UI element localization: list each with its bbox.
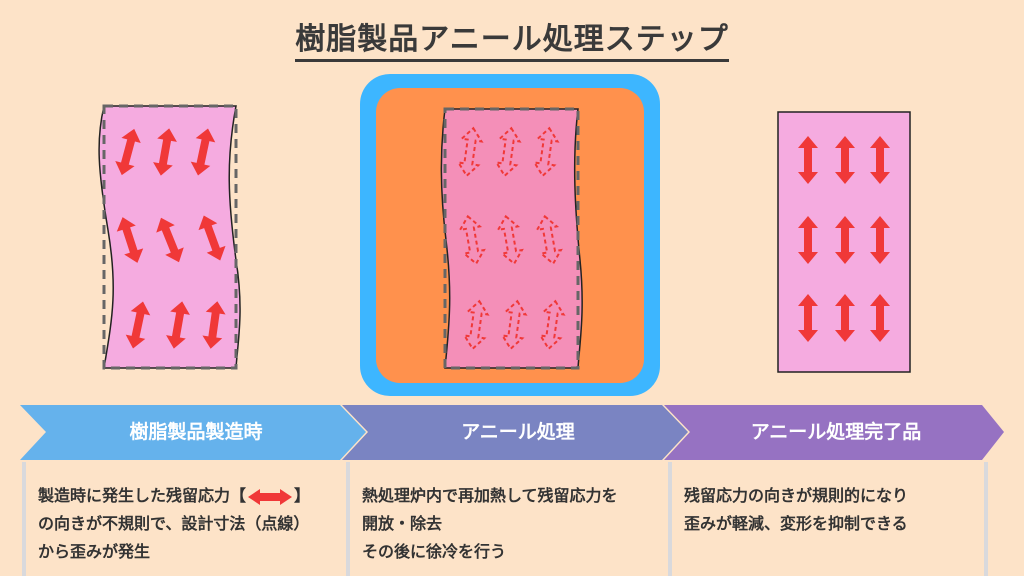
- residual-stress-arrow-icon: [835, 294, 855, 342]
- design-dimension-outline: [443, 107, 580, 370]
- residual-stress-arrow-icon: [458, 214, 486, 266]
- step-label-manufacturing: 樹脂製品製造時: [129, 421, 263, 443]
- residual-stress-arrow-icon: [116, 217, 144, 263]
- residual-stress-arrow-icon: [156, 217, 184, 263]
- residual-stress-arrow-icon: [190, 128, 216, 176]
- residual-stress-arrow-icon: [462, 299, 490, 351]
- page-title: 樹脂製品アニール処理ステップ: [0, 14, 1024, 62]
- design-dimension-outline: [102, 104, 238, 370]
- residual-stress-arrow-icon: [835, 216, 855, 264]
- residual-stress-arrow-icon: [202, 301, 226, 349]
- step-description-2: 熱処理炉内で再加熱して残留応力を 開放・除去 その後に徐冷を行う: [346, 462, 668, 576]
- residual-stress-arrow-icon: [798, 294, 818, 342]
- annealing-oven: [360, 74, 660, 396]
- residual-stress-arrow-icon: [835, 136, 855, 184]
- residual-stress-arrow-icon: [538, 299, 566, 351]
- residual-stress-arrow-icon: [248, 488, 293, 505]
- residual-stress-arrow-icon: [198, 215, 226, 261]
- step-description-1: 製造時に発生した残留応力【】 の向きが不規則で、設計寸法（点線） から歪みが発生: [22, 462, 346, 576]
- residual-stress-arrow-icon: [870, 136, 890, 184]
- residual-stress-arrow-icon: [494, 126, 522, 178]
- residual-stress-arrow-icon: [500, 299, 528, 351]
- residual-stress-arrow-icon: [535, 214, 563, 266]
- step-label-annealed: アニール処理完了品: [750, 421, 922, 443]
- column-divider: [984, 462, 988, 576]
- residual-stress-arrow-icon: [870, 294, 890, 342]
- residual-stress-arrow-icon: [115, 128, 141, 176]
- residual-stress-arrow-icon: [125, 301, 151, 349]
- residual-stress-arrow-icon: [532, 126, 560, 178]
- residual-stress-arrow-icon: [496, 214, 524, 266]
- step-label-annealing: アニール処理: [461, 421, 575, 443]
- residual-stress-arrow-icon: [798, 216, 818, 264]
- step-chevron-3: [664, 405, 1004, 460]
- residual-stress-arrow-icon: [870, 216, 890, 264]
- step-chevron-2: [342, 405, 688, 460]
- residual-stress-arrow-icon: [798, 136, 818, 184]
- step-description-3: 残留応力の向きが規則的になり 歪みが軽減、変形を抑制できる: [668, 462, 984, 576]
- step-chevron-1: [20, 405, 366, 460]
- residual-stress-arrow-icon: [153, 128, 177, 176]
- residual-stress-arrow-icon: [166, 301, 190, 349]
- residual-stress-arrow-icon: [456, 126, 484, 178]
